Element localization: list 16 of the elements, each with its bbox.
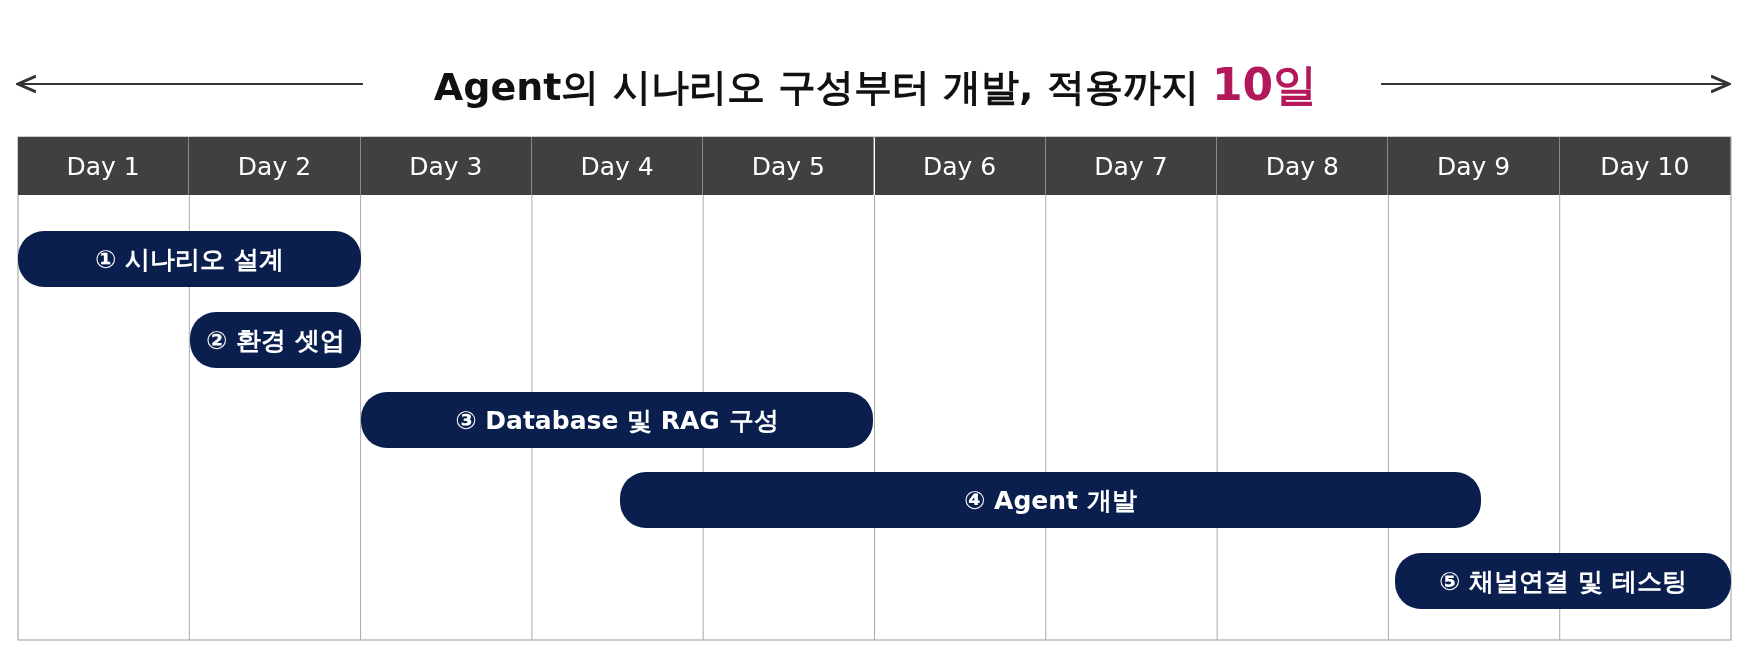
header-cell: Day 10 — [1559, 137, 1731, 195]
task-bar: ① 시나리오 설계 — [18, 231, 361, 287]
header-cell: Day 8 — [1217, 137, 1389, 195]
task-bar: ③ Database 및 RAG 구성 — [361, 392, 873, 448]
header-cell: Day 1 — [18, 137, 190, 195]
task-bar: ② 환경 셋업 — [190, 312, 361, 368]
header-cell: Day 6 — [874, 137, 1046, 195]
header-cell: Day 2 — [189, 137, 361, 195]
header-cell: Day 7 — [1045, 137, 1218, 195]
header-cell: Day 9 — [1388, 137, 1560, 195]
header-cell: Day 3 — [360, 137, 532, 195]
task-bar: ④ Agent 개발 — [620, 472, 1481, 528]
header-cell: Day 4 — [531, 137, 704, 195]
header-cell: Day 5 — [703, 137, 875, 195]
chart-title: Agent의 시나리오 구성부터 개발, 적용까지 10일 — [433, 60, 1318, 112]
task-bar: ⑤ 채널연결 및 테스팅 — [1395, 553, 1731, 609]
